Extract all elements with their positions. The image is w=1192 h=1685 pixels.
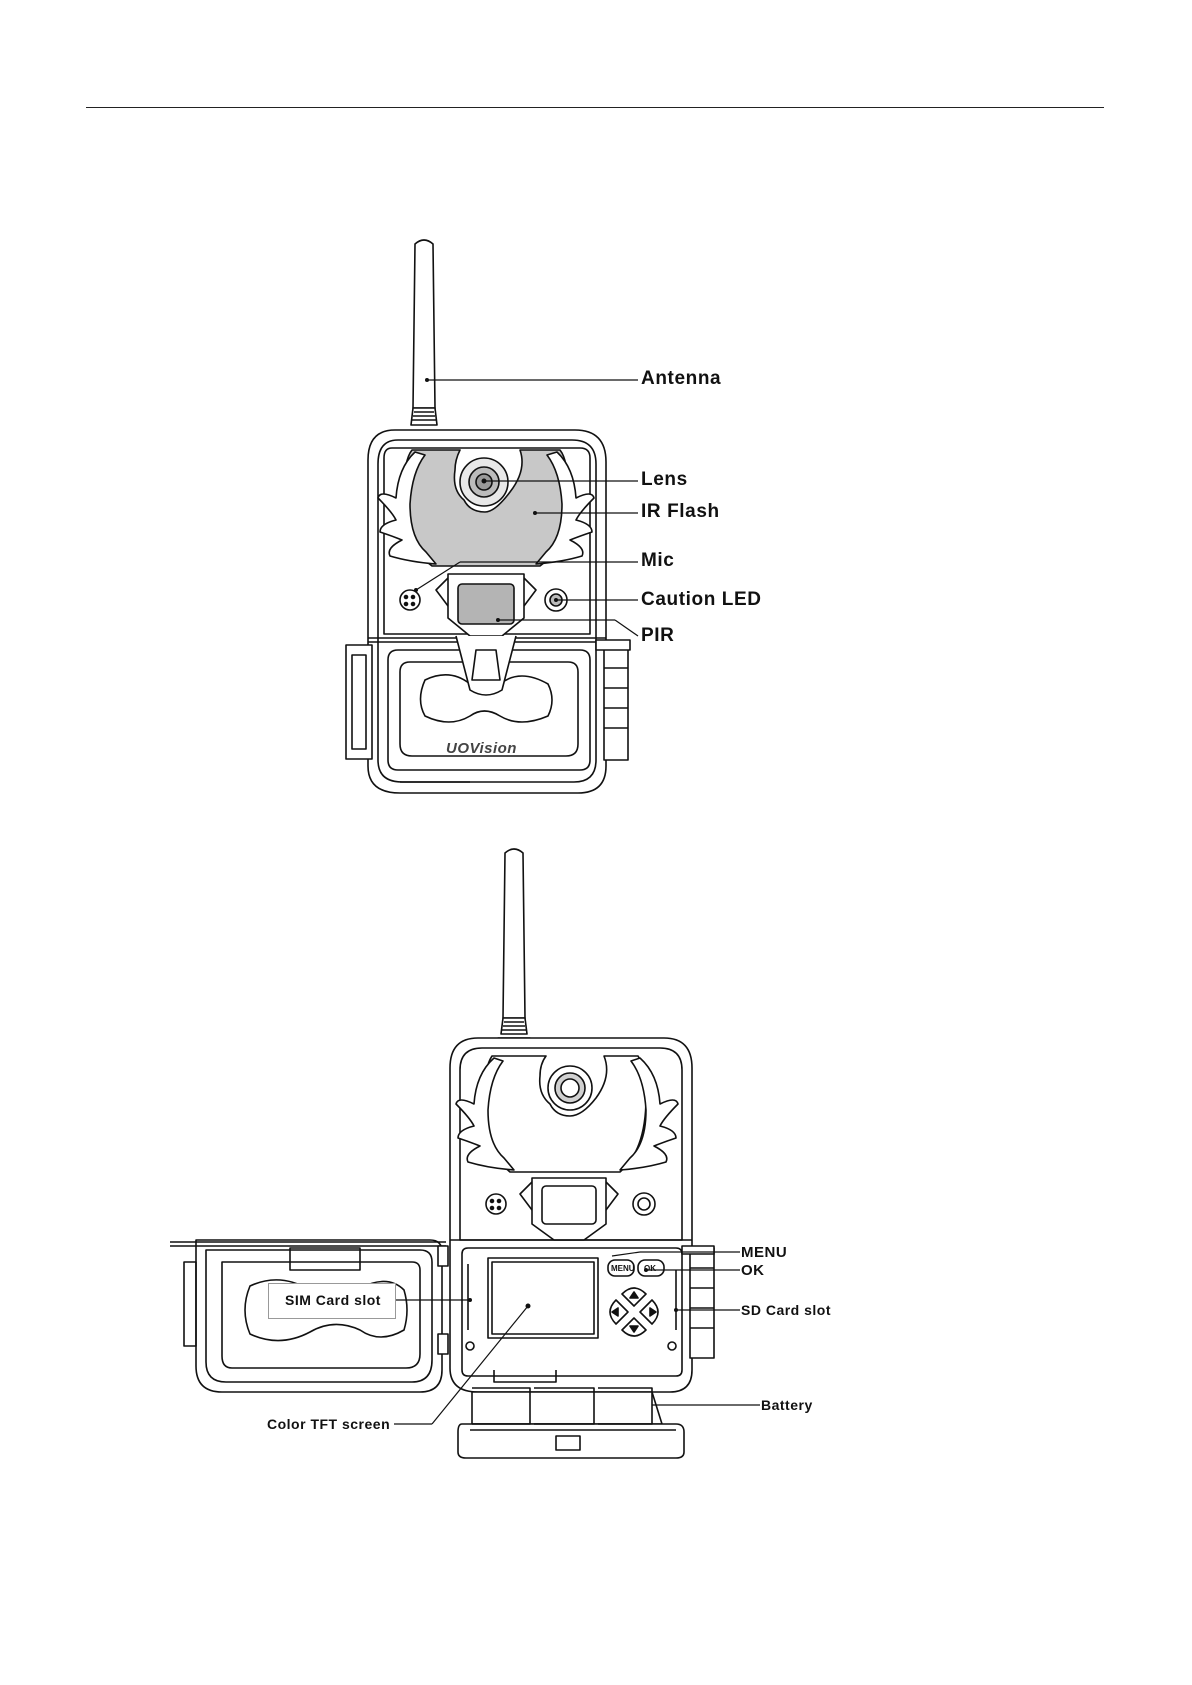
pir-sensor <box>458 584 514 624</box>
menu-button-text: MENU <box>611 1264 635 1273</box>
brand-logo: UOVision <box>446 740 517 757</box>
mic-hole <box>400 590 420 610</box>
label-battery: Battery <box>761 1397 813 1413</box>
label-menu: MENU <box>741 1244 787 1261</box>
label-lens: Lens <box>641 469 688 491</box>
label-caution-led: Caution LED <box>641 589 762 611</box>
label-color-tft-screen: Color TFT screen <box>267 1416 390 1432</box>
label-ir-flash: IR Flash <box>641 501 720 523</box>
label-sd-card-slot: SD Card slot <box>741 1302 831 1318</box>
label-pir: PIR <box>641 625 674 647</box>
label-sim-card-slot: SIM Card slot <box>285 1292 381 1308</box>
antenna-rod <box>413 240 435 408</box>
tft-screen <box>488 1258 598 1338</box>
label-ok: OK <box>741 1262 765 1279</box>
label-antenna: Antenna <box>641 368 721 390</box>
label-mic: Mic <box>641 550 674 572</box>
ok-button-text: OK <box>644 1264 656 1273</box>
